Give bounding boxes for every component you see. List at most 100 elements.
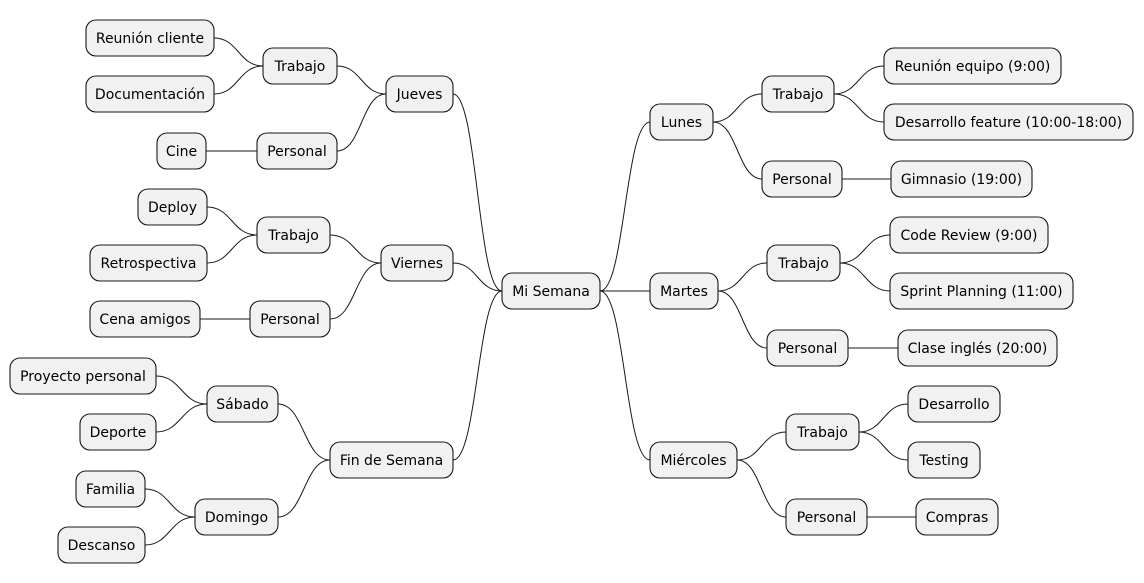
connector-domingo-to-domingo-1 [144,516,196,546]
node-box [89,300,201,338]
connector-viernes-to-viernes-personal [329,262,382,320]
node-label: Desarrollo feature (10:00-18:00) [895,115,1122,131]
node-box [194,498,279,536]
node-label: Personal [778,341,838,357]
node-label: Reunión equipo (9:00) [895,59,1051,75]
connector-root-to-miercoles [599,290,651,461]
node-lunes-personal[interactable]: Personal [761,160,843,198]
connector-fin-de-semana-to-sabado [277,403,331,461]
node-box [57,526,146,564]
node-miercoles-personal-0[interactable]: Compras [915,498,999,536]
node-box [915,498,999,536]
node-lunes-trabajo-1[interactable]: Desarrollo feature (10:00-18:00) [883,103,1134,141]
node-label: Clase inglés (20:00) [908,341,1048,357]
connector-viernes-trabajo-to-viernes-trabajo-1 [206,234,258,264]
node-martes-trabajo[interactable]: Trabajo [766,244,841,282]
connector-martes-to-martes-personal [717,290,768,349]
node-jueves-trabajo[interactable]: Trabajo [262,47,338,85]
connector-fin-de-semana-to-domingo [277,459,331,518]
node-box [889,216,1049,254]
node-box [761,160,843,198]
connector-martes-to-martes-trabajo [717,262,768,292]
node-box [89,244,208,282]
node-box [501,272,601,310]
node-martes-personal-0[interactable]: Clase inglés (20:00) [897,329,1058,367]
node-viernes[interactable]: Viernes [380,244,454,282]
node-viernes-trabajo-1[interactable]: Retrospectiva [89,244,208,282]
node-label: Personal [772,172,832,188]
node-box [85,75,215,113]
node-label: Documentación [95,87,205,103]
node-lunes-personal-0[interactable]: Gimnasio (19:00) [890,160,1033,198]
node-label: Lunes [661,115,702,131]
node-jueves-trabajo-0[interactable]: Reunión cliente [85,19,215,57]
connector-layer [144,37,916,546]
node-box [766,244,841,282]
node-box [256,132,338,170]
node-label: Fin de Semana [340,453,443,469]
node-miercoles-trabajo-1[interactable]: Testing [907,441,981,479]
node-lunes[interactable]: Lunes [649,103,714,141]
node-box [85,19,215,57]
node-miercoles-trabajo[interactable]: Trabajo [785,413,860,451]
node-fin-de-semana[interactable]: Fin de Semana [329,441,454,479]
node-label: Descanso [68,538,136,554]
connector-jueves-to-jueves-trabajo [336,65,387,95]
connector-root-to-lunes [599,121,651,292]
node-box [907,385,1001,423]
node-root[interactable]: Mi Semana [501,272,601,310]
node-label: Trabajo [772,87,824,103]
node-sabado[interactable]: Sábado [206,385,279,423]
node-box [649,272,719,310]
node-viernes-personal[interactable]: Personal [249,300,331,338]
node-sabado-0[interactable]: Proyecto personal [9,357,157,395]
connector-lunes-trabajo-to-lunes-trabajo-0 [833,65,885,95]
node-miercoles-personal[interactable]: Personal [785,498,868,536]
node-viernes-trabajo-0[interactable]: Deploy [137,188,208,226]
node-lunes-trabajo[interactable]: Trabajo [761,75,835,113]
node-label: Sábado [216,397,268,413]
connector-sabado-to-sabado-1 [155,403,208,433]
connector-lunes-to-lunes-personal [712,121,763,180]
node-jueves[interactable]: Jueves [385,75,454,113]
node-box [156,132,207,170]
connector-root-to-viernes [452,262,503,292]
node-jueves-personal-0[interactable]: Cine [156,132,207,170]
node-box [890,160,1033,198]
node-label: Miércoles [660,453,726,469]
node-box [262,47,338,85]
node-box [761,75,835,113]
connector-root-to-fin-de-semana [452,290,503,461]
node-label: Personal [267,144,327,160]
node-label: Trabajo [796,425,848,441]
node-domingo[interactable]: Domingo [194,498,279,536]
connector-root-to-jueves [452,93,503,292]
node-label: Compras [926,510,989,526]
node-viernes-trabajo[interactable]: Trabajo [256,216,331,254]
connector-miercoles-trabajo-to-miercoles-trabajo-0 [858,403,909,433]
node-viernes-personal-0[interactable]: Cena amigos [89,300,201,338]
node-jueves-trabajo-1[interactable]: Documentación [85,75,215,113]
node-lunes-trabajo-0[interactable]: Reunión equipo (9:00) [883,47,1062,85]
node-label: Proyecto personal [20,369,146,385]
node-martes-trabajo-1[interactable]: Sprint Planning (11:00) [889,272,1074,310]
node-martes-trabajo-0[interactable]: Code Review (9:00) [889,216,1049,254]
node-box [649,103,714,141]
node-martes[interactable]: Martes [649,272,719,310]
node-domingo-1[interactable]: Descanso [57,526,146,564]
node-sabado-1[interactable]: Deporte [79,413,157,451]
node-jueves-personal[interactable]: Personal [256,132,338,170]
node-domingo-0[interactable]: Familia [75,470,146,508]
node-miercoles[interactable]: Miércoles [649,441,738,479]
node-label: Desarrollo [918,397,989,413]
connector-martes-trabajo-to-martes-trabajo-1 [839,262,891,292]
node-box [785,413,860,451]
node-label: Code Review (9:00) [900,228,1037,244]
node-martes-personal[interactable]: Personal [766,329,849,367]
node-box [897,329,1058,367]
node-box [766,329,849,367]
node-miercoles-trabajo-0[interactable]: Desarrollo [907,385,1001,423]
node-label: Domingo [205,510,268,526]
